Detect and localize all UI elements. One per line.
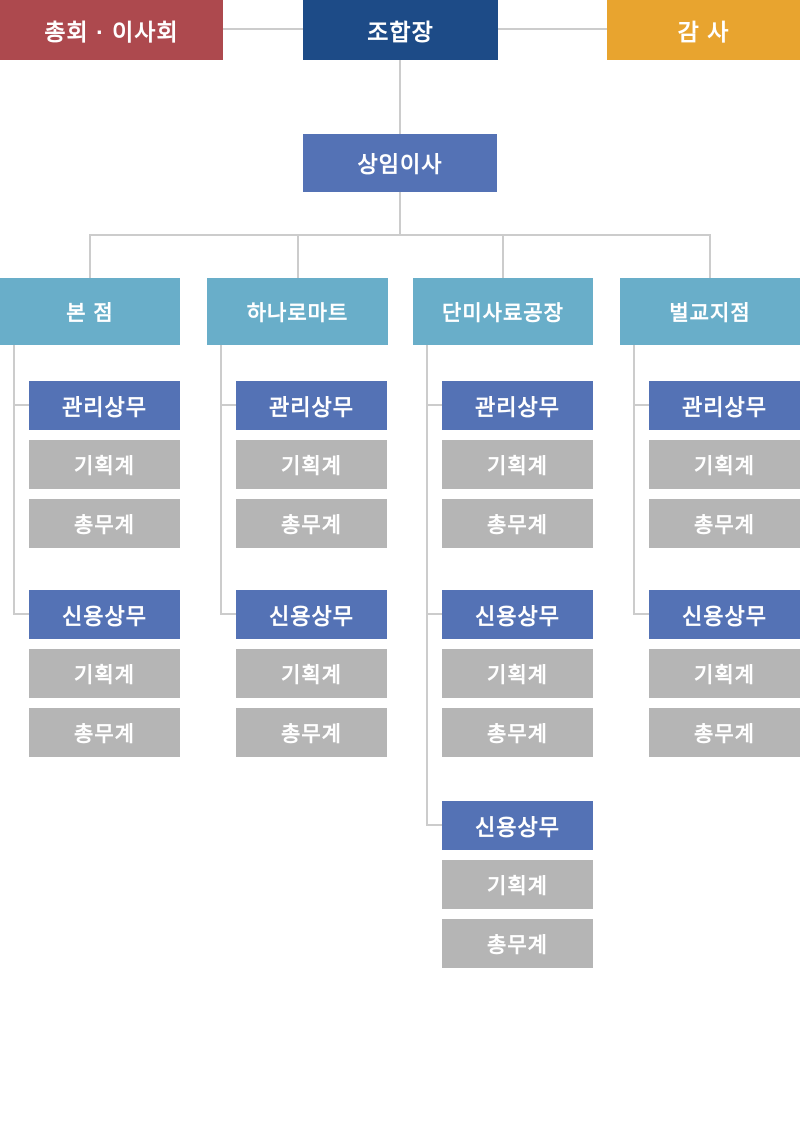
dept-head-box: 관리상무 (442, 381, 593, 430)
connector-branch-drop (89, 234, 91, 278)
branch-box: 벌교지점 (620, 278, 800, 345)
dept-head-box: 신용상무 (442, 801, 593, 850)
unit-box: 기획계 (236, 649, 387, 698)
dept-head-box: 신용상무 (649, 590, 800, 639)
dept-head-box: 관리상무 (649, 381, 800, 430)
unit-box: 총무계 (29, 499, 180, 548)
connector-branch-spine (633, 345, 635, 615)
connector-section-tick (633, 404, 649, 406)
unit-box: 총무계 (442, 708, 593, 757)
connector-section-tick (13, 613, 29, 615)
unit-box: 총무계 (236, 708, 387, 757)
connector-branch-spine (426, 345, 428, 826)
unit-box: 총무계 (236, 499, 387, 548)
unit-box: 기획계 (442, 860, 593, 909)
connector-assembly-chairman (223, 28, 303, 30)
unit-box: 기획계 (236, 440, 387, 489)
branch-box: 단미사료공장 (413, 278, 593, 345)
box-chairman: 조합장 (303, 0, 498, 60)
unit-box: 기획계 (649, 440, 800, 489)
unit-box: 기획계 (442, 440, 593, 489)
connector-section-tick (13, 404, 29, 406)
connector-section-tick (633, 613, 649, 615)
dept-head-box: 신용상무 (29, 590, 180, 639)
connector-section-tick (426, 404, 442, 406)
unit-box: 기획계 (442, 649, 593, 698)
unit-box: 기획계 (29, 649, 180, 698)
dept-head-box: 신용상무 (442, 590, 593, 639)
connector-section-tick (220, 404, 236, 406)
unit-box: 총무계 (442, 919, 593, 968)
unit-box: 총무계 (649, 708, 800, 757)
connector-executive-down (399, 192, 401, 236)
unit-box: 기획계 (29, 440, 180, 489)
dept-head-box: 관리상무 (236, 381, 387, 430)
unit-box: 총무계 (29, 708, 180, 757)
connector-chairman-auditor (498, 28, 607, 30)
box-general-assembly: 총회 · 이사회 (0, 0, 223, 60)
connector-branch-spine (13, 345, 15, 615)
connector-branch-drop (297, 234, 299, 278)
box-executive-director: 상임이사 (303, 134, 497, 192)
unit-box: 기획계 (649, 649, 800, 698)
unit-box: 총무계 (442, 499, 593, 548)
dept-head-box: 관리상무 (29, 381, 180, 430)
connector-section-tick (426, 613, 442, 615)
unit-box: 총무계 (649, 499, 800, 548)
connector-section-tick (426, 824, 442, 826)
connector-chairman-executive (399, 60, 401, 134)
connector-section-tick (220, 613, 236, 615)
branch-box: 본 점 (0, 278, 180, 345)
connector-branch-drop (709, 234, 711, 278)
connector-branch-spine (220, 345, 222, 615)
box-auditor: 감 사 (607, 0, 800, 60)
dept-head-box: 신용상무 (236, 590, 387, 639)
connector-branch-bus (89, 234, 711, 236)
branch-box: 하나로마트 (207, 278, 388, 345)
connector-branch-drop (502, 234, 504, 278)
